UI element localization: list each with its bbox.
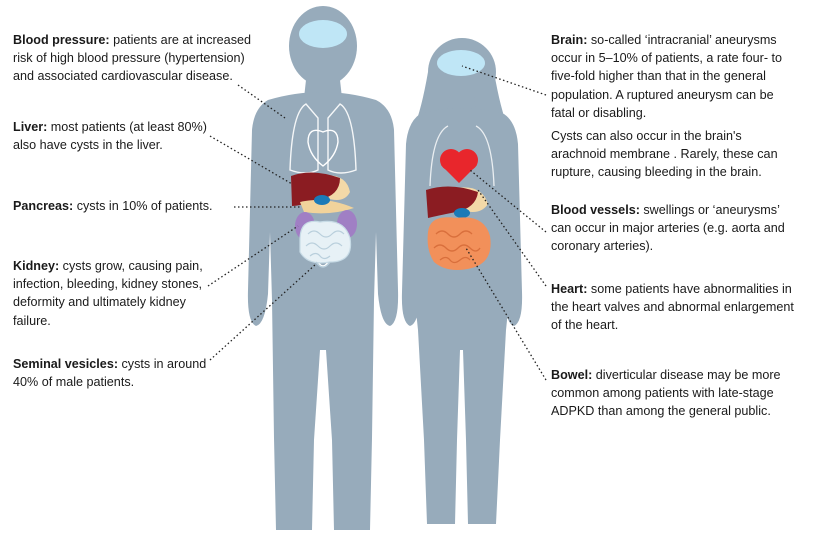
leader-blood-pressure <box>237 84 286 119</box>
annotation-text: cysts in around 40% of male patients. <box>13 357 207 390</box>
annotation-text: most patients (at least 80%) also have c… <box>13 120 207 153</box>
annotation-title: Liver: <box>13 120 48 134</box>
annotation-title: Blood pressure: <box>13 33 110 47</box>
male-lungs-outline <box>289 103 357 174</box>
annotation-liver: Liver: most patients (at least 80%) also… <box>13 118 223 154</box>
leader-bowel <box>465 247 547 381</box>
leader-brain <box>461 65 547 96</box>
annotation-title: Heart: <box>551 282 588 296</box>
annotation-text: swellings or ‘aneurysms’ can occur in ma… <box>551 203 785 254</box>
female-brain <box>437 50 485 76</box>
annotation-text: cysts in 10% of patients. <box>73 199 213 213</box>
annotation-brain-cysts: Cysts can also occur in the brain's arac… <box>551 127 796 182</box>
annotation-title: Seminal vesicles: <box>13 357 119 371</box>
male-silhouette <box>247 6 399 530</box>
male-gallbladder <box>314 195 330 205</box>
male-bowel-coils <box>305 230 345 260</box>
female-silhouette <box>401 38 523 524</box>
male-bowel <box>299 220 352 264</box>
annotation-text: Cysts can also occur in the brain's arac… <box>551 129 778 180</box>
annotation-text: so-called ‘intracranial’ aneurysms occur… <box>551 33 783 120</box>
annotation-brain: Brain: so-called ‘intracranial’ aneurysm… <box>551 31 791 122</box>
annotation-blood-vessels: Blood vessels: swellings or ‘aneurysms’ … <box>551 201 801 256</box>
annotation-title: Brain: <box>551 33 588 47</box>
annotation-text: diverticular disease may be more common … <box>551 368 781 419</box>
annotation-kidney: Kidney: cysts grow, causing pain, infect… <box>13 257 213 330</box>
male-liver <box>291 172 340 206</box>
annotation-title: Blood vessels: <box>551 203 640 217</box>
annotation-heart: Heart: some patients have abnormalities … <box>551 280 796 335</box>
annotation-seminal-vesicles: Seminal vesicles: cysts in around 40% of… <box>13 355 213 391</box>
male-pancreas <box>300 200 354 214</box>
annotation-text: some patients have abnormalities in the … <box>551 282 794 333</box>
annotation-bowel: Bowel: diverticular disease may be more … <box>551 366 796 421</box>
male-heart-outline <box>307 129 339 167</box>
female-liver <box>426 186 478 218</box>
annotation-text: patients are at increased risk of high b… <box>13 33 251 84</box>
annotation-title: Kidney: <box>13 259 60 273</box>
female-bowel <box>427 217 491 270</box>
male-seminal-vesicles <box>315 261 331 268</box>
male-brain <box>299 20 347 48</box>
female-gallbladder <box>454 208 470 218</box>
annotation-title: Pancreas: <box>13 199 74 213</box>
female-lungs-outline <box>429 125 495 187</box>
annotation-pancreas: Pancreas: cysts in 10% of patients. <box>13 197 243 215</box>
female-heart-tip <box>441 165 477 183</box>
leader-vessels <box>469 169 547 233</box>
annotation-title: Bowel: <box>551 368 593 382</box>
female-bowel-coils <box>433 230 481 264</box>
annotation-blood-pressure: Blood pressure: patients are at increase… <box>13 31 268 86</box>
leader-lines <box>207 65 547 381</box>
annotation-text: cysts grow, causing pain, infection, ble… <box>13 259 203 328</box>
